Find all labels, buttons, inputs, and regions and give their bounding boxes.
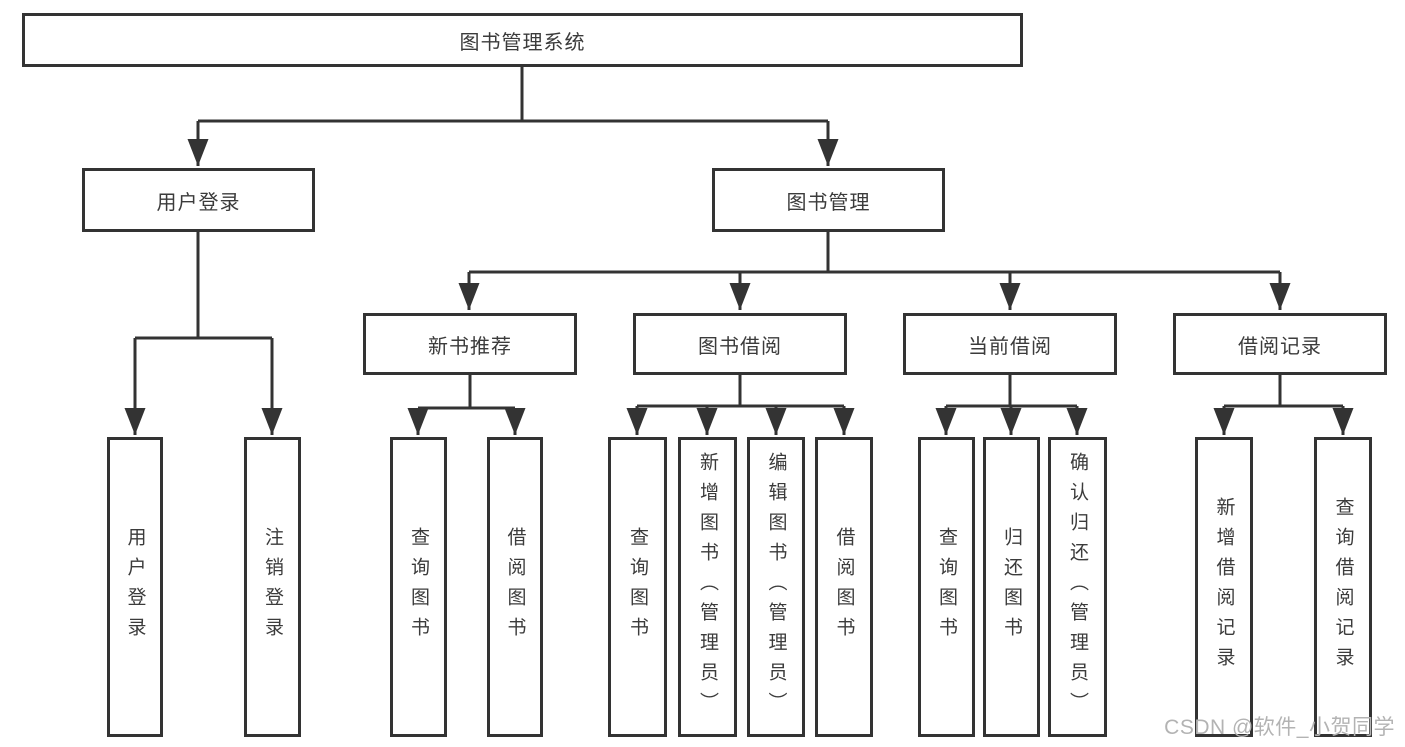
- node-borrowing-records-label: 借阅记录: [1238, 335, 1322, 358]
- node-root-label: 图书管理系统: [459, 31, 586, 54]
- leaf-query-books-borrow: 查询图书: [608, 437, 667, 737]
- leaf-query-borrow-record: 查询借阅记录: [1314, 437, 1372, 737]
- leaf-confirm-return-admin: 确认归还（管理员）: [1048, 437, 1107, 737]
- leaf-query-borrow-record-label: 查询借阅记录: [1332, 497, 1354, 677]
- node-user-login-label: 用户登录: [156, 191, 241, 214]
- leaf-edit-books-admin-label: 编辑图书（管理员）: [765, 452, 787, 722]
- node-book-borrowing-label: 图书借阅: [698, 335, 782, 358]
- node-new-book-recommend-label: 新书推荐: [428, 335, 512, 358]
- leaf-borrow-books-recommend-label: 借阅图书: [504, 527, 526, 647]
- leaf-add-borrow-record: 新增借阅记录: [1195, 437, 1253, 737]
- leaf-add-borrow-record-label: 新增借阅记录: [1213, 497, 1235, 677]
- leaf-user-login-label: 用户登录: [124, 527, 146, 647]
- leaf-confirm-return-admin-label: 确认归还（管理员）: [1067, 452, 1088, 722]
- leaf-logout-label: 注销登录: [262, 527, 283, 647]
- node-root-library-management-system: 图书管理系统: [22, 13, 1023, 67]
- leaf-borrow-books: 借阅图书: [815, 437, 873, 737]
- watermark: CSDN @软件_小贺同学: [1164, 716, 1395, 739]
- leaf-return-books: 归还图书: [983, 437, 1040, 737]
- leaf-add-books-admin: 新增图书（管理员）: [678, 437, 737, 737]
- connector-trunks: [135, 67, 1343, 410]
- leaf-query-books-current-label: 查询图书: [936, 527, 957, 647]
- connector-arrows: [124, 121, 1354, 435]
- leaf-return-books-label: 归还图书: [1001, 527, 1022, 647]
- node-new-book-recommend: 新书推荐: [363, 313, 577, 375]
- leaf-logout: 注销登录: [244, 437, 301, 737]
- leaf-user-login: 用户登录: [107, 437, 163, 737]
- leaf-query-books-current: 查询图书: [918, 437, 975, 737]
- node-user-login: 用户登录: [82, 168, 315, 232]
- node-borrowing-records: 借阅记录: [1173, 313, 1387, 375]
- node-book-management-label: 图书管理: [786, 191, 871, 214]
- leaf-query-books-borrow-label: 查询图书: [627, 527, 648, 647]
- node-current-borrowing-label: 当前借阅: [968, 335, 1052, 358]
- leaf-add-books-admin-label: 新增图书（管理员）: [697, 452, 718, 722]
- node-book-borrowing: 图书借阅: [633, 313, 847, 375]
- node-book-management: 图书管理: [712, 168, 945, 232]
- leaf-borrow-books-recommend: 借阅图书: [487, 437, 543, 737]
- leaf-query-books-recommend: 查询图书: [390, 437, 447, 737]
- leaf-borrow-books-label: 借阅图书: [833, 527, 855, 647]
- leaf-query-books-recommend-label: 查询图书: [408, 527, 429, 647]
- leaf-edit-books-admin: 编辑图书（管理员）: [747, 437, 805, 737]
- node-current-borrowing: 当前借阅: [903, 313, 1117, 375]
